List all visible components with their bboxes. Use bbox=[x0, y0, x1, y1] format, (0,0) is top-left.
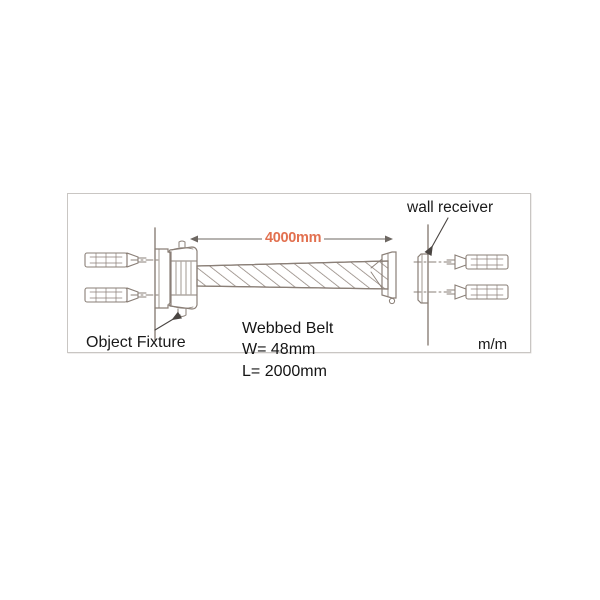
spec-title: Webbed Belt bbox=[242, 320, 334, 337]
belt-spec-block: Webbed Belt W= 48mm L= 2000mm bbox=[242, 318, 333, 382]
label-wall-receiver: wall receiver bbox=[407, 199, 494, 216]
label-unit-mm: m/m bbox=[478, 336, 508, 353]
spec-length: L= 2000mm bbox=[242, 362, 327, 380]
label-object-fixture: Object Fixture bbox=[86, 334, 186, 351]
spec-width: W= 48mm bbox=[242, 341, 316, 359]
dimension-label-4000mm: 4000mm bbox=[262, 230, 325, 246]
